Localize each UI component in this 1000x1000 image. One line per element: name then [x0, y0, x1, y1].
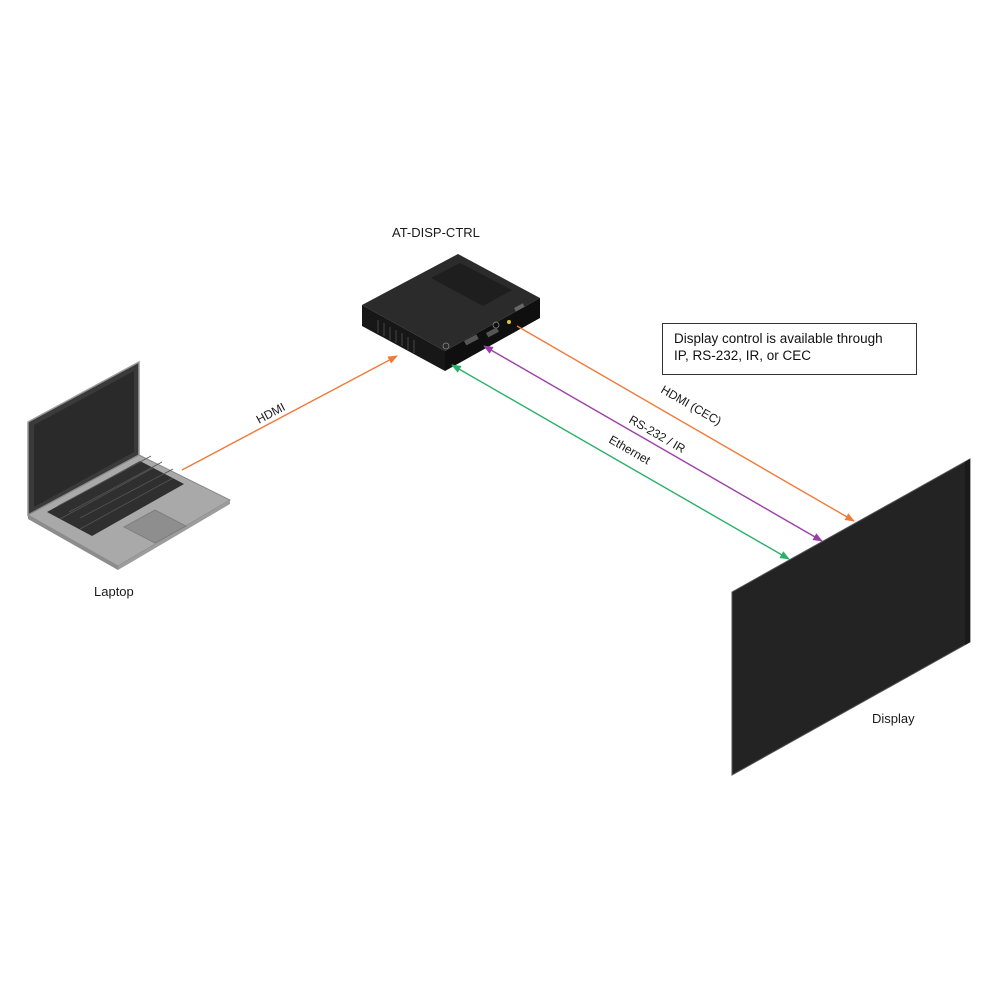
display-label: Display [872, 711, 915, 726]
controller-box-icon [362, 254, 540, 371]
hdmi-input-cable [181, 355, 398, 471]
laptop-icon [26, 360, 232, 570]
ethernet-cable-label: Ethernet [607, 432, 654, 467]
laptop-label: Laptop [94, 584, 134, 599]
ethernet-cable [451, 364, 790, 560]
control-info-note: Display control is available through IP,… [662, 323, 917, 375]
hdmi-cec-cable-label: HDMI (CEC) [659, 382, 724, 428]
control-info-line-2: IP, RS-232, IR, or CEC [674, 348, 812, 363]
rs232-ir-cable [483, 345, 823, 542]
control-info-line-1: Display control is available through [674, 331, 883, 346]
controller-label: AT-DISP-CTRL [392, 225, 480, 240]
display-icon [731, 458, 971, 776]
